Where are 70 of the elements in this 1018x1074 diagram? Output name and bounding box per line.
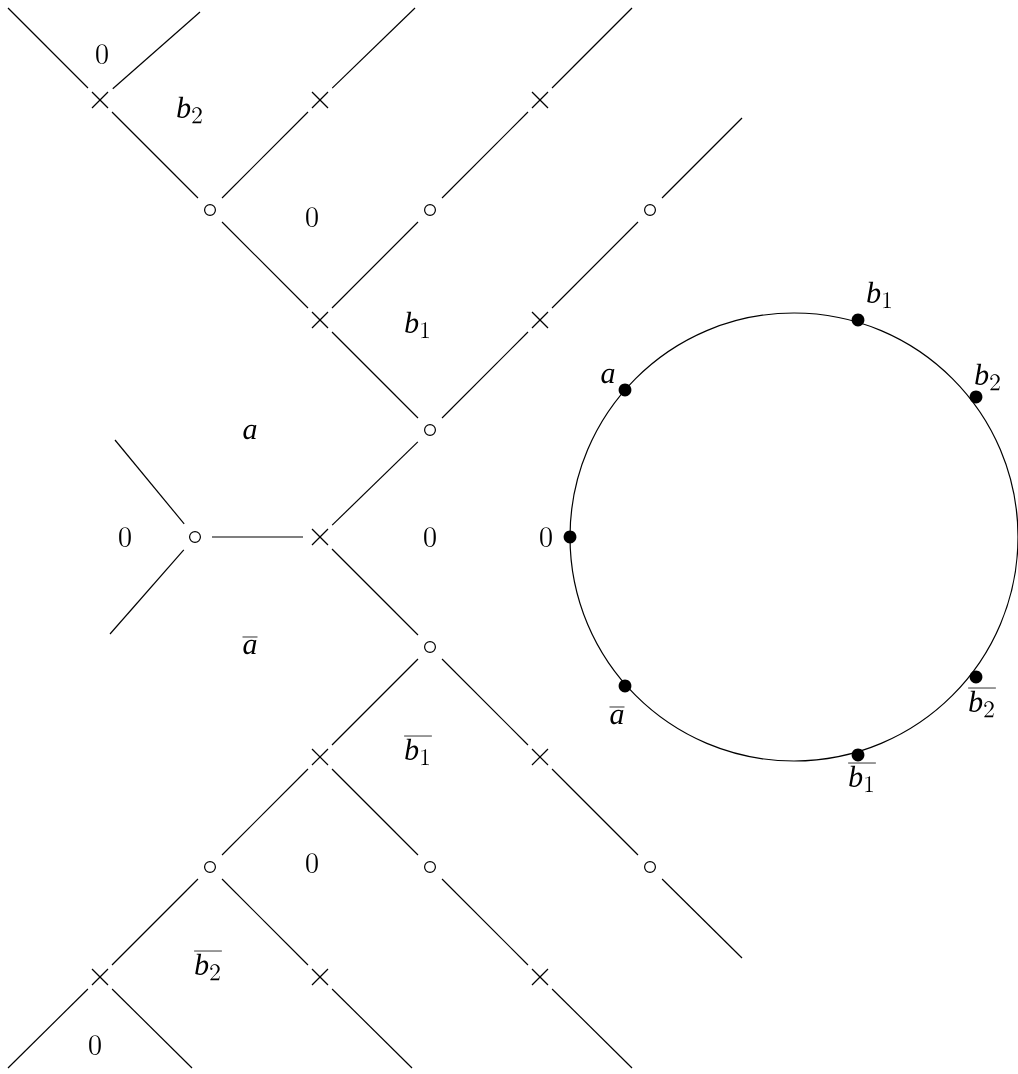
line <box>221 221 309 309</box>
region-label: $b_2$ <box>975 363 1000 391</box>
region-label: $b_2$ <box>177 96 202 124</box>
line <box>331 441 419 526</box>
line <box>551 221 639 309</box>
line <box>111 988 193 1069</box>
line <box>441 878 529 966</box>
cross-mark <box>531 91 549 109</box>
region-label: $\overline{b_2}$ <box>968 688 996 718</box>
line <box>111 878 199 966</box>
line <box>551 988 633 1069</box>
cross-mark <box>311 528 329 546</box>
cross-mark <box>311 748 329 766</box>
line <box>221 111 309 199</box>
cross-mark <box>531 968 549 986</box>
circle-mark <box>644 861 656 873</box>
circle-mark <box>424 204 436 216</box>
line <box>331 548 419 636</box>
line <box>331 988 413 1069</box>
circle-mark <box>189 531 201 543</box>
line <box>211 536 304 538</box>
region-label: $0$ <box>306 853 318 873</box>
line <box>331 658 419 746</box>
line <box>7 7 89 89</box>
line <box>441 331 529 419</box>
line <box>221 878 309 966</box>
region-label: $a$ <box>601 368 615 384</box>
region-label: $b_1$ <box>867 281 891 309</box>
line <box>221 768 309 856</box>
region-label: $a$ <box>243 424 257 440</box>
line <box>7 988 89 1069</box>
circle-mark <box>424 861 436 873</box>
region-label: $\overline{a}$ <box>609 707 625 725</box>
line <box>441 658 529 746</box>
circle-mark <box>204 204 216 216</box>
line <box>331 768 419 856</box>
line <box>112 11 201 90</box>
line <box>661 117 743 199</box>
cross-mark <box>311 968 329 986</box>
region-label: $\overline{b_2}$ <box>194 951 222 981</box>
region-label: $\overline{b_1}$ <box>848 763 876 793</box>
line <box>331 7 416 89</box>
line <box>114 439 185 525</box>
line <box>441 111 529 199</box>
circle-mark <box>424 424 436 436</box>
region-label: $0$ <box>119 527 131 547</box>
line <box>661 878 743 959</box>
region-label: $\overline{b_1}$ <box>404 736 432 766</box>
circle-mark <box>204 861 216 873</box>
cross-mark <box>311 311 329 329</box>
cross-mark <box>531 748 549 766</box>
cross-mark <box>531 311 549 329</box>
line <box>551 768 639 856</box>
region-label: $b_1$ <box>405 311 429 339</box>
cross-mark <box>311 91 329 109</box>
line <box>331 331 419 419</box>
circle-mark <box>644 204 656 216</box>
region-label: $0$ <box>96 44 108 64</box>
region-label: $\overline{a}$ <box>242 637 258 655</box>
region-label: $0$ <box>306 207 318 227</box>
circle-mark <box>424 641 436 653</box>
region-label: $0$ <box>89 1035 101 1055</box>
cross-mark <box>91 968 109 986</box>
region-label: $0$ <box>540 527 552 547</box>
region-label: $0$ <box>424 527 436 547</box>
line <box>551 7 633 89</box>
line <box>111 111 199 199</box>
line <box>331 221 419 309</box>
line <box>109 549 185 635</box>
cross-mark <box>91 91 109 109</box>
